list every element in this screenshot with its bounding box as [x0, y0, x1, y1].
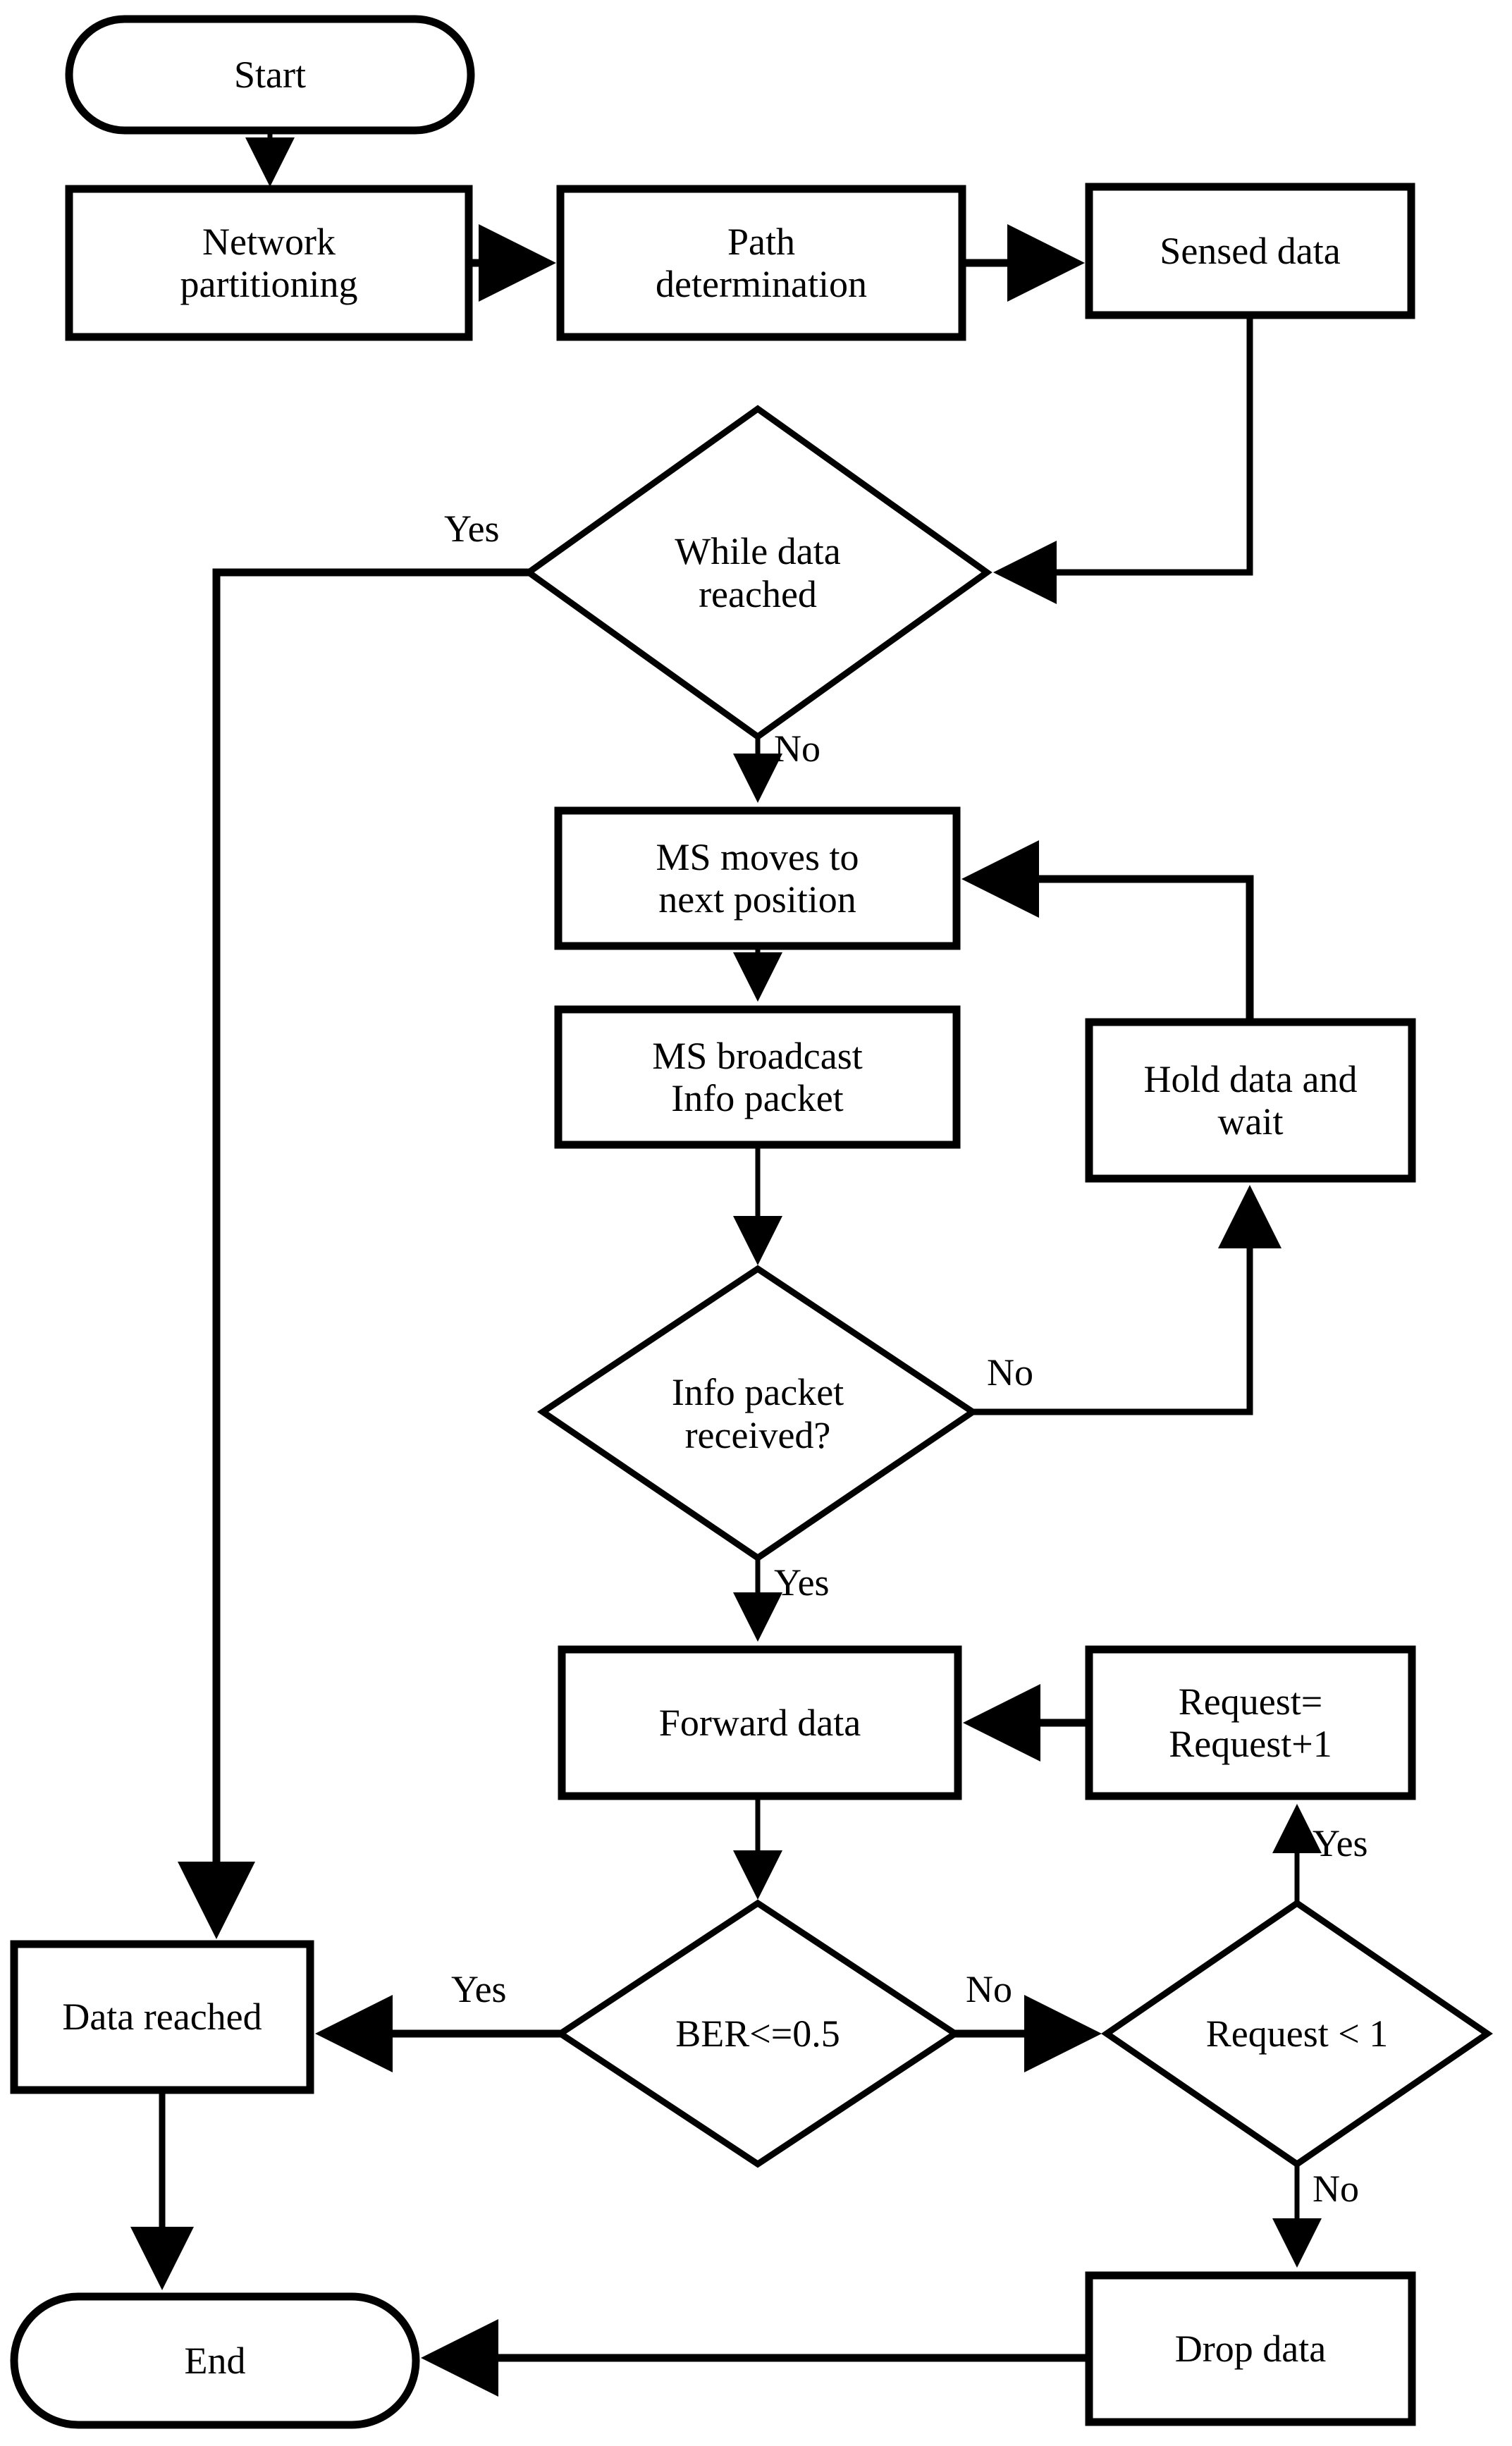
node-shape-while-data-reached	[523, 405, 992, 741]
node-shape-start	[65, 15, 475, 135]
edge-label-request-yes: Yes	[1313, 1822, 1368, 1864]
edge-sensed-data-to-while-data-reached	[993, 315, 1253, 604]
edge-label-request-no: No	[1313, 2168, 1359, 2210]
node-shape-path-determination	[556, 185, 966, 341]
edge-hold-data-to-ms-moves	[961, 840, 1254, 1022]
edge-label-ber-no: No	[966, 1968, 1012, 2010]
edge-label-ber-yes: Yes	[451, 1968, 507, 2010]
node-shape-end	[10, 2292, 420, 2429]
edge-while-data-reached-yes-to-data-reached	[178, 568, 529, 1939]
node-shape-network-partitioning	[65, 185, 473, 341]
node-shape-ms-moves	[554, 806, 961, 950]
node-shape-request-check	[1101, 1899, 1493, 2168]
node-shape-drop-data	[1085, 2271, 1416, 2426]
node-shape-forward-data	[558, 1645, 962, 1800]
node-shape-data-reached	[10, 1940, 314, 2094]
edge-label-info-yes: Yes	[774, 1561, 830, 1604]
edge-label-info-no: No	[987, 1351, 1033, 1394]
node-shape-request-increment	[1085, 1645, 1416, 1800]
edge-info-packet-received-no-to-hold-data	[973, 1185, 1281, 1415]
node-shape-hold-data	[1085, 1018, 1416, 1183]
node-shape-ber-check	[554, 1899, 961, 2168]
node-shape-sensed-data	[1085, 183, 1415, 319]
node-shape-ms-broadcast	[554, 1005, 961, 1149]
node-shape-info-packet-received	[536, 1265, 979, 1562]
edge-label-while-yes: Yes	[444, 508, 500, 550]
edge-label-while-no: No	[774, 727, 820, 770]
